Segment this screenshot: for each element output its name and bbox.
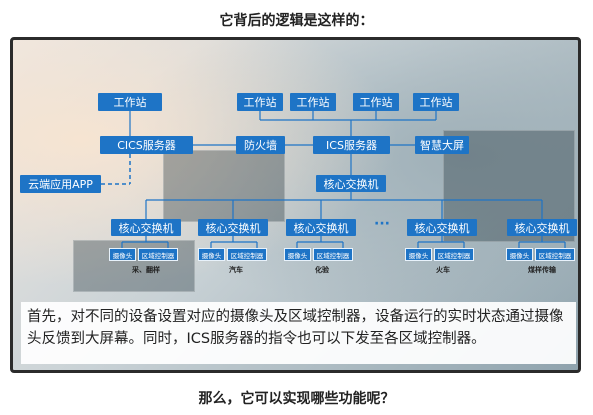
smart-screen-box: 智慧大屏 xyxy=(415,136,469,154)
area-core-switch-box: 核心交换机 xyxy=(286,219,356,236)
workstation-box: 工作站 xyxy=(290,93,336,111)
area-label: 火车 xyxy=(436,266,450,274)
area-controller-box: 区域控制器 xyxy=(434,248,474,261)
workstation-box: 工作站 xyxy=(353,93,399,111)
connector-lines xyxy=(101,111,566,248)
area-core-switch-box: 核心交换机 xyxy=(111,219,181,236)
heading-top: 它背后的逻辑是这样的： xyxy=(219,13,374,29)
ellipsis-mark: ··· xyxy=(374,216,390,232)
area-label: 煤样传输 xyxy=(528,266,556,274)
workstation-box: 工作站 xyxy=(413,93,459,111)
area-core-switch-box: 核心交换机 xyxy=(507,219,577,236)
area-label: 化验 xyxy=(315,266,329,274)
area-controller-box: 区域控制器 xyxy=(535,248,575,261)
area-core-switch-box: 核心交换机 xyxy=(198,219,268,236)
area-controller-box: 区域控制器 xyxy=(138,248,178,261)
camera-box: 摄像头 xyxy=(405,248,432,261)
background-panel xyxy=(163,150,285,222)
firewall-box: 防火墙 xyxy=(236,136,285,154)
caption-text: 首先，对不同的设备设置对应的摄像头及区域控制器，设备运行的实时状态通过摄像头反馈… xyxy=(21,302,576,364)
camera-box: 摄像头 xyxy=(109,248,136,261)
heading-bottom: 那么，它可以实现哪些功能呢？ xyxy=(198,391,395,407)
area-label: 采、翻样 xyxy=(132,266,160,274)
area-label: 汽车 xyxy=(229,266,243,274)
workstation-box: 工作站 xyxy=(98,93,162,111)
cloud-app-box: 云端应用APP xyxy=(20,175,101,193)
area-core-switch-box: 核心交换机 xyxy=(407,219,477,236)
area-controller-box: 区域控制器 xyxy=(313,248,353,261)
camera-box: 摄像头 xyxy=(198,248,225,261)
diagram-frame: 工作站 工作站 工作站 工作站 工作站 CICS服务器 防火墙 ICS服务器 智… xyxy=(10,37,581,373)
area-controller-box: 区域控制器 xyxy=(227,248,267,261)
camera-box: 摄像头 xyxy=(506,248,533,261)
cics-server-box: CICS服务器 xyxy=(100,136,193,154)
core-switch-main-box: 核心交换机 xyxy=(316,175,386,192)
camera-box: 摄像头 xyxy=(284,248,311,261)
workstation-box: 工作站 xyxy=(237,93,283,111)
ics-server-box: ICS服务器 xyxy=(313,136,390,154)
